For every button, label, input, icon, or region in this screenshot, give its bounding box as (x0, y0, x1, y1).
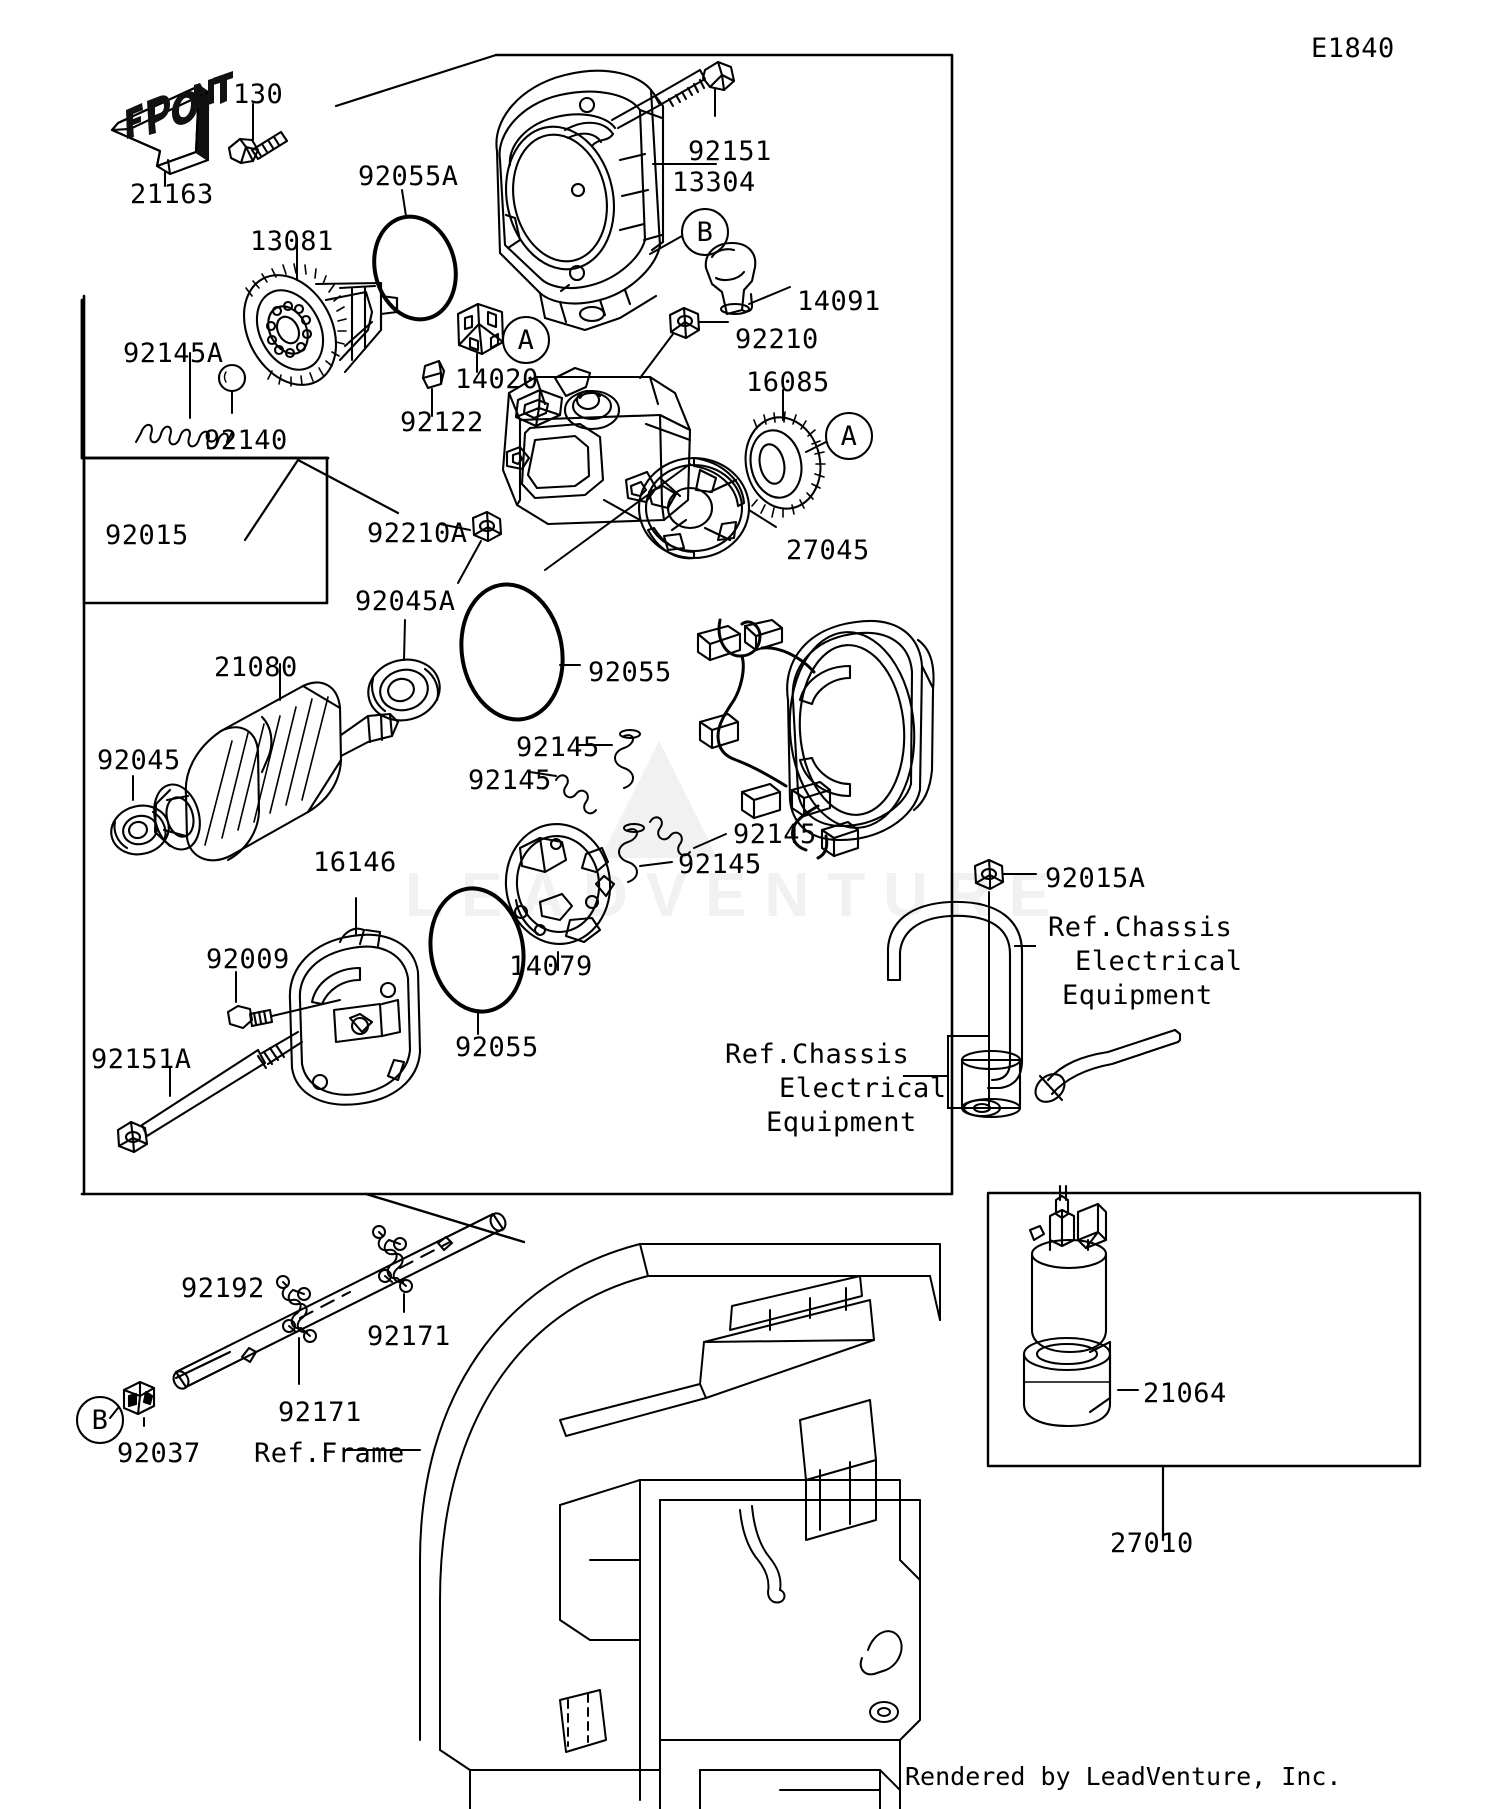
balloon-B-bottom: B (76, 1396, 124, 1444)
callout-92151: 92151 (688, 136, 772, 167)
callout-130: 130 (233, 79, 284, 110)
callout-21163: 21163 (130, 179, 214, 210)
callout-92145-4: 92145 (678, 849, 762, 880)
balloon-B-bottom-label: B (91, 1405, 109, 1436)
callout-92015A: 92015A (1045, 863, 1146, 894)
callout-16146: 16146 (313, 847, 397, 878)
callout-92045: 92045 (97, 745, 181, 776)
callout-92009: 92009 (206, 944, 290, 975)
ref-chassis-right-l3: Equipment (1062, 980, 1213, 1011)
ref-chassis-right-l1: Ref.Chassis (1048, 912, 1233, 943)
ref-chassis-left-l3: Equipment (766, 1107, 917, 1138)
callout-92055-2: 92055 (455, 1032, 539, 1063)
callout-13304: 13304 (672, 167, 756, 198)
callout-92045A: 92045A (355, 586, 456, 617)
callout-92145A: 92145A (123, 338, 224, 369)
callout-27010: 27010 (1110, 1528, 1194, 1559)
callout-92055: 92055 (588, 657, 672, 688)
callout-27045: 27045 (786, 535, 870, 566)
callout-92145-2: 92145 (468, 765, 552, 796)
callout-92145-3: 92145 (733, 819, 817, 850)
callout-ref-frame: Ref.Frame (254, 1438, 405, 1469)
render-credit: Rendered by LeadVenture, Inc. (905, 1762, 1342, 1791)
callout-16085: 16085 (746, 367, 830, 398)
callout-92015: 92015 (105, 520, 189, 551)
callout-14020: 14020 (455, 364, 539, 395)
callout-92145-1: 92145 (516, 732, 600, 763)
callout-92192: 92192 (181, 1273, 265, 1304)
ref-chassis-left-l1: Ref.Chassis (725, 1039, 910, 1070)
callout-92210: 92210 (735, 324, 819, 355)
callout-92171-2: 92171 (278, 1397, 362, 1428)
callout-92055A: 92055A (358, 161, 459, 192)
callout-92151A: 92151A (91, 1044, 192, 1075)
balloon-A-right-label: A (840, 421, 858, 452)
diagram-code: E1840 (1311, 33, 1395, 64)
balloon-B-top: B (681, 208, 729, 256)
callout-92122: 92122 (400, 407, 484, 438)
balloon-A-mid-label: A (517, 325, 535, 356)
callout-92037: 92037 (117, 1438, 201, 1469)
balloon-B-top-label: B (696, 217, 714, 248)
callout-92210A: 92210A (367, 518, 468, 549)
balloon-A-right: A (825, 412, 873, 460)
ref-chassis-left-l2: Electrical (779, 1073, 947, 1104)
callout-92171-1: 92171 (367, 1321, 451, 1352)
callout-21064: 21064 (1143, 1378, 1227, 1409)
ref-chassis-right-l2: Electrical (1075, 946, 1243, 977)
callout-14079: 14079 (509, 951, 593, 982)
callout-21080: 21080 (214, 652, 298, 683)
callout-14091: 14091 (797, 286, 881, 317)
callout-13081: 13081 (250, 226, 334, 257)
callout-92140: 92140 (204, 425, 288, 456)
balloon-A-mid: A (502, 316, 550, 364)
